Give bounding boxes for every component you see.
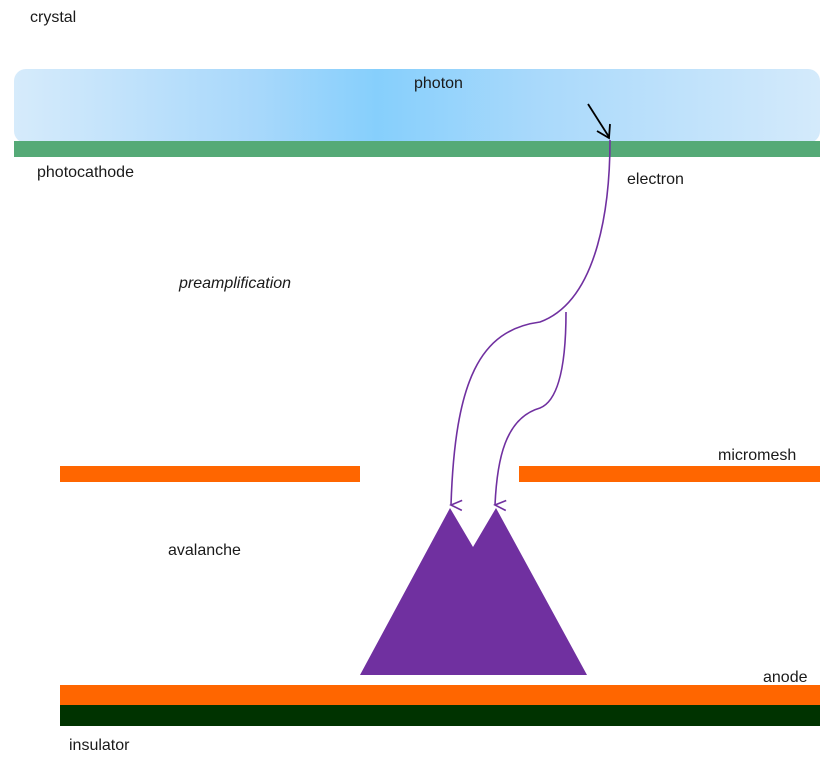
photon-arrow bbox=[588, 104, 610, 138]
avalanche-shape bbox=[360, 508, 587, 675]
electron-path-secondary bbox=[495, 312, 566, 505]
electron-path-primary bbox=[451, 140, 610, 505]
